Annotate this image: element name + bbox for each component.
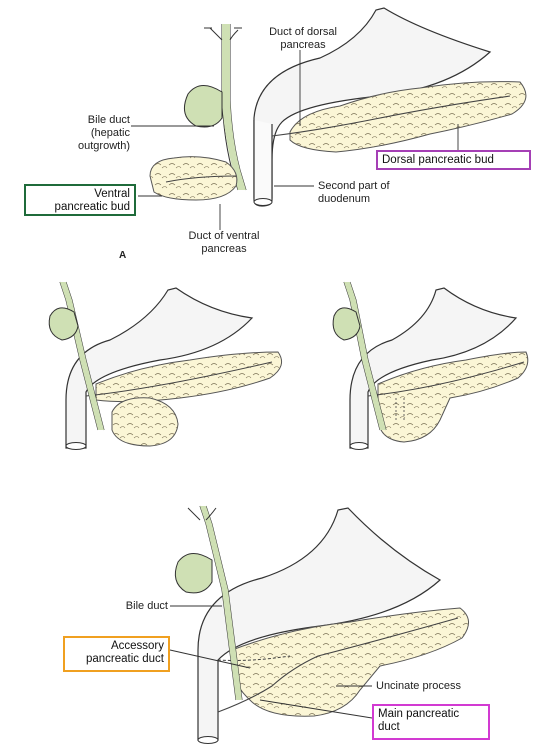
gallbladder-b — [49, 308, 78, 340]
label-accessory-pancreatic-duct: Accessory pancreatic duct — [63, 636, 170, 672]
label-ventral-pancreatic-bud: Ventral pancreatic bud — [24, 184, 136, 216]
label-main-pancreatic-duct: Main pancreatic duct — [372, 704, 490, 740]
label-bile-duct: Bile duct — [90, 600, 168, 613]
panel-c-drawing — [333, 282, 528, 450]
label-dorsal-pancreatic-bud: Dorsal pancreatic bud — [376, 150, 531, 170]
gallbladder-c — [333, 308, 360, 340]
label-bile-duct-hepatic: Bile duct (hepatic outgrowth) — [52, 114, 130, 153]
label-uncinate-process: Uncinate process — [376, 680, 496, 693]
label-duct-ventral-pancreas: Duct of ventral pancreas — [168, 230, 280, 256]
label-second-part-duodenum: Second part of duodenum — [318, 180, 428, 206]
gallbladder-d — [175, 553, 212, 592]
panel-b-drawing — [49, 282, 281, 450]
panel-letter-a: A — [119, 250, 126, 261]
duodenum-a — [254, 120, 272, 206]
label-duct-dorsal-pancreas: Duct of dorsal pancreas — [258, 26, 348, 52]
gallbladder-a — [184, 85, 222, 127]
